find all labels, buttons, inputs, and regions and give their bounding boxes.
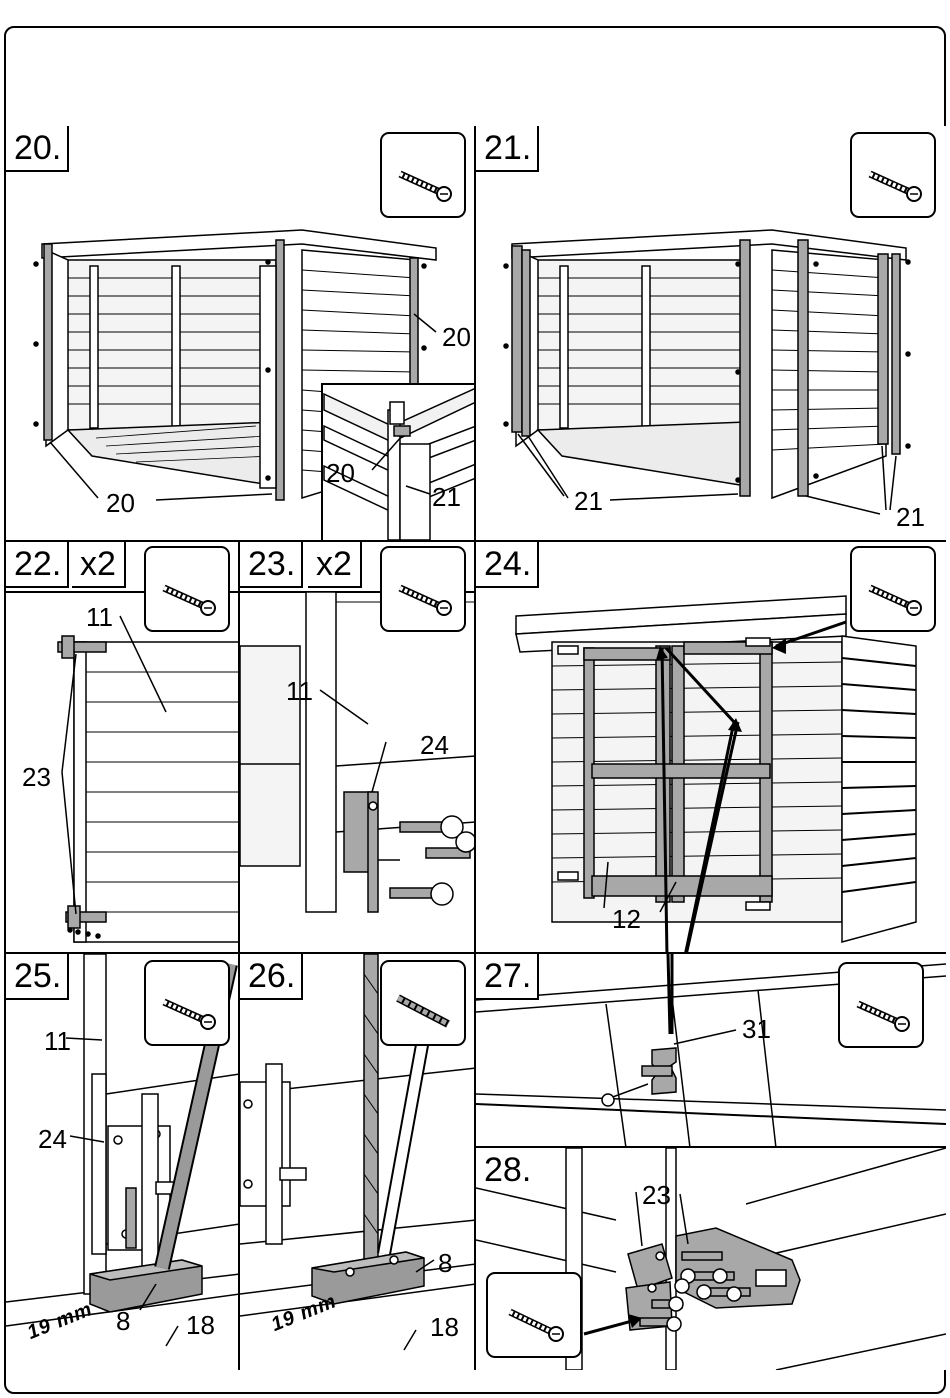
step-25-panel: 25.: [6, 954, 240, 1370]
screw-icon: [852, 134, 938, 220]
callout-23: 23: [22, 764, 51, 790]
callout-24: 24: [38, 1126, 67, 1152]
callout-31: 31: [742, 1016, 771, 1042]
screw-tool-box: [144, 960, 230, 1046]
step-number: 23.: [240, 542, 303, 588]
callout-20c: 20: [326, 460, 355, 486]
screw-icon: [852, 548, 938, 634]
step-number: 26.: [240, 954, 303, 1000]
screw-icon: [146, 548, 232, 634]
callout-20a: 20: [442, 324, 471, 350]
screw-tool-box: [380, 546, 466, 632]
screw-icon: [840, 964, 926, 1050]
screw-tool-box: [144, 546, 230, 632]
drill-bit-icon: [382, 962, 468, 1048]
callout-21b: 21: [896, 504, 925, 530]
step-number: 28.: [476, 1148, 537, 1192]
screw-icon: [488, 1274, 584, 1360]
callout-8: 8: [116, 1308, 130, 1334]
step-number: 20.: [6, 126, 69, 172]
header-band: [6, 28, 944, 128]
callout-11: 11: [86, 604, 113, 630]
callout-21a: 21: [574, 488, 603, 514]
callout-20b: 20: [106, 490, 135, 516]
step-26-panel: 26.: [240, 954, 476, 1370]
screw-tool-box: [850, 546, 936, 632]
step-20-panel: 20.: [6, 126, 476, 542]
screw-tool-box: [486, 1272, 582, 1358]
step-number: 21.: [476, 126, 539, 172]
callout-18: 18: [430, 1314, 459, 1340]
step-number: 24.: [476, 542, 539, 588]
step-28-panel: 28.: [476, 1148, 946, 1370]
callout-11: 11: [44, 1028, 71, 1054]
step-21-panel: 21.: [476, 126, 946, 542]
callout-18: 18: [186, 1312, 215, 1338]
callout-24: 24: [420, 732, 449, 758]
screw-tool-box: [838, 962, 924, 1048]
step-number: 22.: [6, 542, 69, 588]
screw-icon: [146, 962, 232, 1048]
step-22-panel: 22. x2: [6, 542, 240, 954]
callout-23: 23: [642, 1182, 671, 1208]
drill-bit-tool-box: [380, 960, 466, 1046]
screw-icon: [382, 134, 468, 220]
step-23-panel: 23. x2: [240, 542, 476, 954]
callout-8: 8: [438, 1250, 452, 1276]
screw-tool-box: [850, 132, 936, 218]
callout-21: 21: [432, 484, 461, 510]
callout-12: 12: [612, 906, 641, 932]
step-24-panel: 24.: [476, 542, 946, 954]
multiplier: x2: [308, 542, 362, 588]
callout-11: 11: [286, 678, 313, 704]
step-number: 27.: [476, 954, 539, 1000]
multiplier: x2: [72, 542, 126, 588]
step-27-panel: 27. 31: [476, 954, 946, 1148]
step-number: 25.: [6, 954, 69, 1000]
screw-tool-box: [380, 132, 466, 218]
screw-icon: [382, 548, 468, 634]
